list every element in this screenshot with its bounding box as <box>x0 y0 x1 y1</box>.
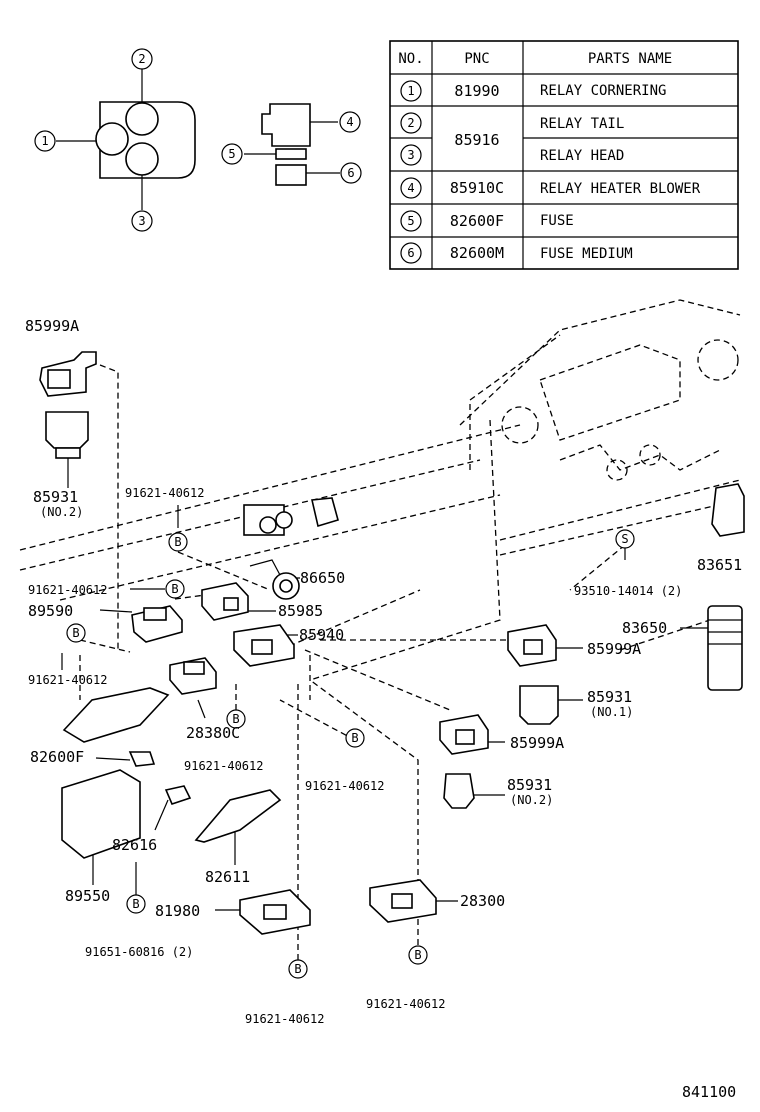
parts-drawings <box>39 351 745 935</box>
leader-lines <box>61 364 708 960</box>
fastener-markers: B B B B B B B B S <box>66 529 635 979</box>
marker-b-5: B <box>351 731 358 745</box>
legend-number-2: 2 <box>138 52 145 66</box>
label-83650: 83650 <box>622 619 667 637</box>
label-85931-no1-sub: (NO.1) <box>590 705 633 719</box>
label-85999A-top: 85999A <box>25 317 79 335</box>
label-85999A-right-2: 85999A <box>510 734 564 752</box>
table-row-1-pnc: 81990 <box>454 82 499 100</box>
table-row-4-name: RELAY HEATER BLOWER <box>540 181 701 197</box>
table-row-3-name: RELAY HEAD <box>540 148 624 164</box>
table-row-5-no: 5 <box>407 214 414 228</box>
relay-fuse-legend: 4 5 6 <box>221 103 362 186</box>
table-row-4-no: 4 <box>407 181 414 195</box>
label-82616: 82616 <box>112 836 157 854</box>
table-row-1-name: RELAY CORNERING <box>540 83 666 99</box>
marker-b-6: B <box>132 897 139 911</box>
label-28300: 28300 <box>460 892 505 910</box>
marker-s: S <box>621 532 628 546</box>
label-91621-f: 91621-40612 <box>245 1012 324 1026</box>
table-row-4-pnc: 85910C <box>450 179 504 197</box>
table-row-6-no: 6 <box>407 246 414 260</box>
table-row-2-pnc: 85916 <box>454 131 499 149</box>
marker-b-2: B <box>171 582 178 596</box>
label-85931-no2-right-sub: (NO.2) <box>510 793 553 807</box>
table-header-no: NO. <box>398 51 423 67</box>
label-91621-e: 91621-40612 <box>305 779 384 793</box>
label-85931-no1: 85931 <box>587 688 632 706</box>
table-header-parts-name: PARTS NAME <box>588 51 672 67</box>
marker-b-4: B <box>232 712 239 726</box>
legend-number-4: 4 <box>346 115 353 129</box>
label-83651: 83651 <box>697 556 742 574</box>
legend-number-5: 5 <box>228 147 235 161</box>
label-91621-a: 91621-40612 <box>125 486 204 500</box>
label-93510: 93510-14014 (2) <box>574 584 682 598</box>
label-28380C: 28380C <box>186 724 240 742</box>
label-82600F: 82600F <box>30 748 84 766</box>
table-row-5-name: FUSE <box>540 213 574 229</box>
legend-number-6: 6 <box>347 166 354 180</box>
label-91621-c: 91621-40612 <box>28 673 107 687</box>
label-85931-top-sub: (NO.2) <box>40 505 83 519</box>
marker-b-3: B <box>72 626 79 640</box>
label-91621-b: 91621-40612 <box>28 583 107 597</box>
table-row-1-no: 1 <box>407 84 414 98</box>
marker-b-7: B <box>294 962 301 976</box>
label-85940: 85940 <box>299 626 344 644</box>
label-89590: 89590 <box>28 602 73 620</box>
table-row-6-name: FUSE MEDIUM <box>540 246 633 262</box>
table-row-2-no: 2 <box>407 116 414 130</box>
parts-table: NO. PNC PARTS NAME 1 2 3 4 5 6 81990 859… <box>389 40 739 270</box>
table-header-pnc: PNC <box>464 51 489 67</box>
table-row-2-name: RELAY TAIL <box>540 116 624 132</box>
label-82611: 82611 <box>205 868 250 886</box>
label-86650: 86650 <box>300 569 345 587</box>
table-row-5-pnc: 82600F <box>450 212 504 230</box>
legend-number-1: 1 <box>41 134 48 148</box>
instrument-panel-outline <box>19 299 741 700</box>
page-reference: 841100 <box>682 1083 736 1101</box>
label-85985: 85985 <box>278 602 323 620</box>
label-89550: 89550 <box>65 887 110 905</box>
marker-b-8: B <box>414 948 421 962</box>
table-row-3-no: 3 <box>407 148 414 162</box>
table-row-6-pnc: 82600M <box>450 244 504 262</box>
label-85999A-right-1: 85999A <box>587 640 641 658</box>
label-91621-g: 91621-40612 <box>366 997 445 1011</box>
label-85931-no2-right: 85931 <box>507 776 552 794</box>
legend-number-3: 3 <box>138 214 145 228</box>
marker-b-1: B <box>174 535 181 549</box>
relay-block-legend: 2 3 1 <box>34 48 196 232</box>
label-91651: 91651-60816 (2) <box>85 945 193 959</box>
label-91621-d: 91621-40612 <box>184 759 263 773</box>
label-85931-top: 85931 <box>33 488 78 506</box>
callout-labels: 85999A 85931 (NO.2) 91621-40612 91621-40… <box>25 317 742 1101</box>
label-81980: 81980 <box>155 902 200 920</box>
